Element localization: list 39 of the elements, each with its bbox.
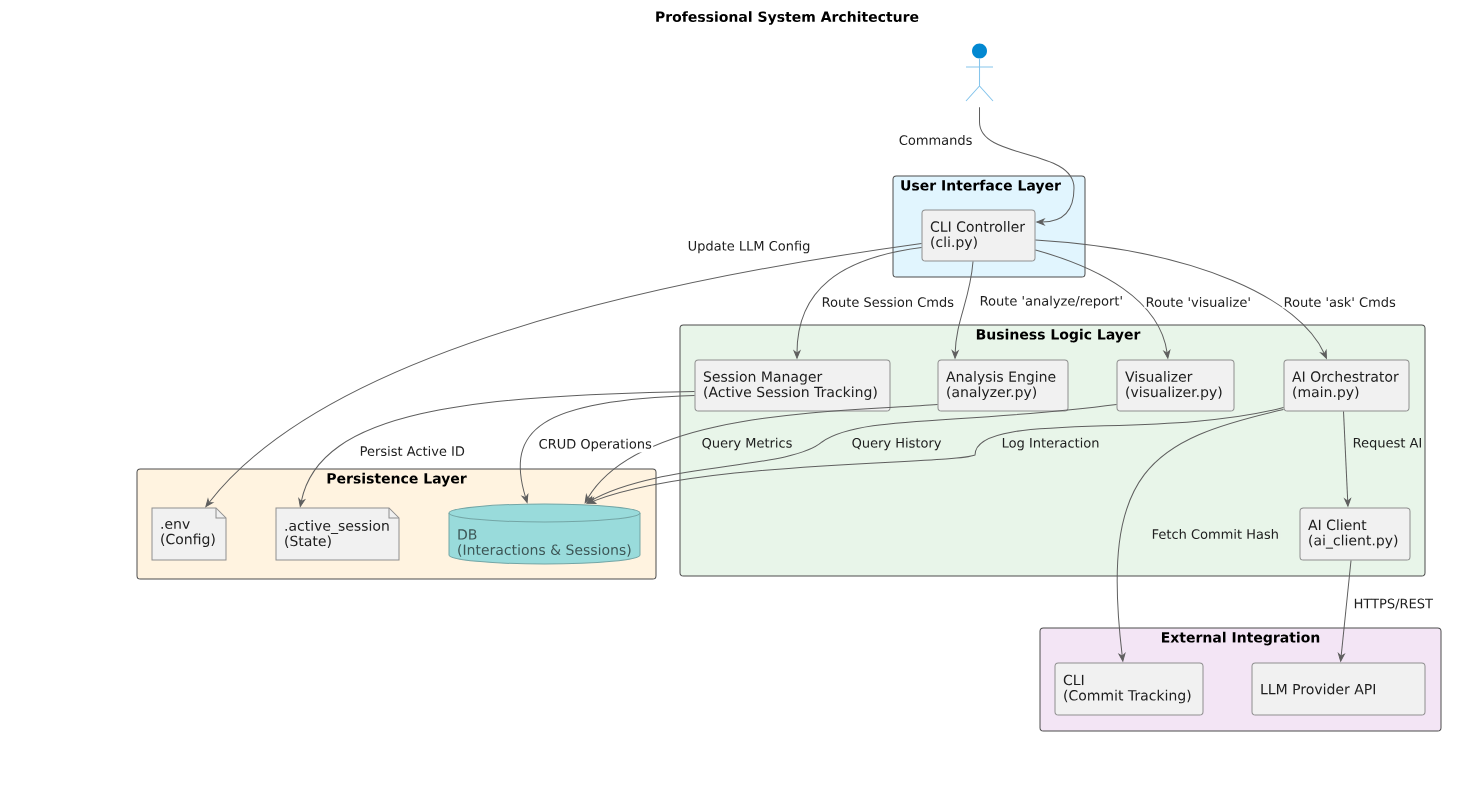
arrow xyxy=(951,261,974,359)
edge-label: Route Session Cmds xyxy=(820,295,956,309)
arrow xyxy=(979,106,1075,226)
component-box: Visualizer (visualizer.py) xyxy=(1116,359,1235,412)
edge-label: HTTPS/REST xyxy=(1352,597,1435,611)
edge-label: Route 'analyze/report' xyxy=(978,294,1125,310)
component-box: LLM Provider API xyxy=(1251,662,1426,716)
component-box: AI Client (ai_client.py) xyxy=(1299,507,1411,561)
stick-figure xyxy=(965,43,994,102)
arrow xyxy=(1338,560,1352,662)
arrow xyxy=(1343,411,1351,507)
database-cylinder: DB (Interactions & Sessions) xyxy=(448,503,641,565)
arrow xyxy=(519,395,695,503)
edge-label: CRUD Operations xyxy=(537,437,654,453)
component-box: AI Orchestrator (main.py) xyxy=(1283,359,1410,412)
arrow xyxy=(1035,249,1171,359)
file-box: .env (Config) xyxy=(151,507,227,561)
file-box: .active_session (State) xyxy=(275,507,400,561)
edge-label: Query Metrics xyxy=(700,436,794,452)
arrow xyxy=(793,247,922,359)
component-box: CLI Controller (cli.py) xyxy=(921,209,1036,262)
arrow xyxy=(584,404,938,504)
arrow xyxy=(1035,239,1327,359)
diagram-title: Professional System Architecture xyxy=(656,11,919,25)
arrow xyxy=(205,243,922,508)
edge-label: Update LLM Config xyxy=(686,239,812,255)
arrow xyxy=(587,407,1284,504)
arrow xyxy=(1116,409,1284,662)
edge-label: Commands xyxy=(897,133,974,147)
component-box: Analysis Engine (analyzer.py) xyxy=(937,359,1069,412)
edge-label: Query History xyxy=(850,436,943,452)
component-box: CLI (Commit Tracking) xyxy=(1054,662,1204,716)
component-box: Session Manager (Active Session Tracking) xyxy=(694,359,891,412)
edge-label: Persist Active ID xyxy=(358,444,467,458)
arrow xyxy=(298,391,695,507)
arrow xyxy=(586,404,1117,504)
edge-label: Log Interaction xyxy=(1000,436,1101,452)
edge-label: Route 'visualize' xyxy=(1144,295,1253,309)
edge-label: Route 'ask' Cmds xyxy=(1282,295,1398,309)
